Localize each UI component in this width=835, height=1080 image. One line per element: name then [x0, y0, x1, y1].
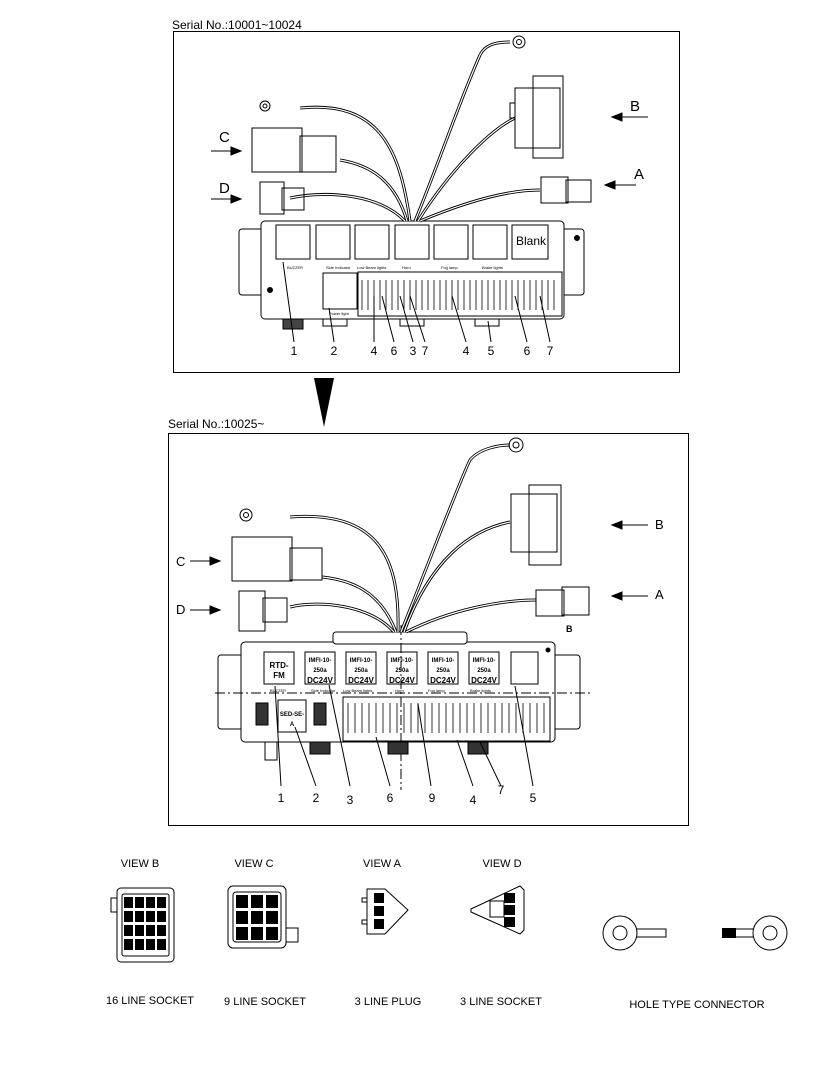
top-diagram-panel — [173, 31, 680, 373]
bottom-arrow-label-a: A — [655, 587, 664, 602]
top-callout-5: 5 — [487, 344, 495, 358]
top-tiny-label-buzzer: BUZZER — [287, 265, 303, 270]
bottom-callout-2: 2 — [312, 791, 320, 805]
top-callout-7a: 7 — [421, 344, 429, 358]
top-serial-label: Serial No.:10001~10024 — [172, 18, 302, 32]
bottom-arrow-label-d: D — [176, 602, 186, 617]
caption-3-line-plug: 3 LINE PLUG — [354, 996, 422, 1008]
top-callout-2: 2 — [330, 344, 338, 358]
top-tiny-label-power: Power light — [329, 311, 349, 316]
bottom-callout-5: 5 — [529, 791, 537, 805]
bottom-arrow-label-c: C — [176, 554, 186, 569]
bottom-serial-label: Serial No.:10025~ — [168, 417, 265, 431]
bottom-callout-7: 7 — [497, 783, 505, 797]
bottom-corner-letter: B — [566, 624, 573, 634]
top-callout-3: 3 — [409, 344, 417, 358]
caption-9-line-socket: 9 LINE SOCKET — [224, 996, 306, 1008]
bottom-tiny-label-fog: Fog lamp — [428, 688, 445, 693]
top-arrow-label-a: A — [634, 166, 645, 183]
view-c-title: VIEW C — [234, 858, 274, 870]
top-callout-4a: 4 — [370, 344, 378, 358]
top-tiny-label-fog: Fog lamp — [441, 265, 458, 270]
top-tiny-label-lowbeam: Low Beam lights — [357, 265, 387, 270]
bottom-flasher-label: SED-SE-A — [279, 712, 305, 728]
bottom-callout-9: 9 — [428, 791, 436, 805]
bottom-fuse-row — [347, 703, 545, 733]
bottom-callout-4: 4 — [469, 793, 477, 807]
bottom-tiny-label-lowbeam: Low Beam lights — [343, 688, 373, 693]
caption-3-line-socket: 3 LINE SOCKET — [460, 996, 542, 1008]
view-b-title: VIEW B — [120, 858, 160, 870]
view-a-title: VIEW A — [363, 858, 401, 870]
bottom-tiny-label-horn: Horn — [395, 688, 404, 693]
top-callout-6b: 6 — [523, 344, 531, 358]
bottom-tiny-label-buzzer: BUZZER — [270, 688, 286, 693]
bottom-tiny-label-side: Side Indicator — [311, 688, 336, 693]
top-callout-4b: 4 — [462, 344, 470, 358]
bottom-tiny-label-brake: Brake lights — [470, 688, 491, 693]
top-tiny-label-side: Side Indicator — [326, 265, 351, 270]
bottom-diagram-panel — [168, 433, 689, 826]
top-relay-blank-label: Blank — [516, 234, 547, 248]
top-arrow-label-c: C — [219, 129, 230, 146]
top-callout-7b: 7 — [546, 344, 554, 358]
top-arrow-label-b: B — [630, 98, 641, 115]
top-callout-1: 1 — [290, 344, 298, 358]
top-tiny-label-horn: Horn — [402, 265, 411, 270]
caption-hole-type-connector: HOLE TYPE CONNECTOR — [629, 999, 765, 1011]
bottom-callout-3: 3 — [346, 793, 354, 807]
top-arrow-label-d: D — [219, 180, 230, 197]
bottom-callout-1: 1 — [277, 791, 285, 805]
bottom-callout-6: 6 — [386, 791, 394, 805]
top-tiny-label-brake: Brake lights — [482, 265, 503, 270]
bottom-relay-1-label: RTD-FM — [269, 661, 289, 680]
top-fuse-row — [361, 280, 555, 310]
view-d-title: VIEW D — [482, 858, 522, 870]
caption-16-line-socket: 16 LINE SOCKET — [105, 995, 195, 1007]
top-callout-6a: 6 — [390, 344, 398, 358]
bottom-arrow-label-b: B — [655, 517, 664, 532]
